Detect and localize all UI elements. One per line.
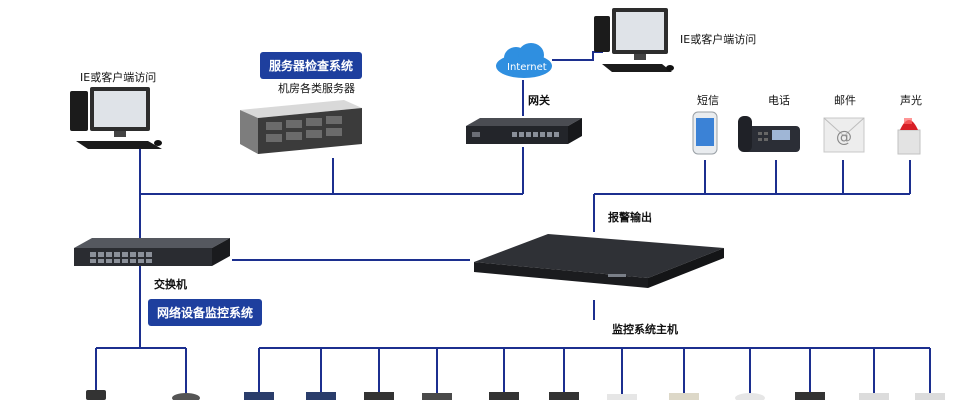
pc-right-label: IE或客户端访问 bbox=[680, 33, 757, 46]
cloud-label: Internet bbox=[507, 62, 547, 73]
network-device-monitor-badge: 网络设备监控系统 bbox=[148, 299, 263, 326]
monitoring-host-icon bbox=[474, 234, 724, 288]
phone-label: 电话 bbox=[768, 94, 790, 107]
mail-envelope-icon: @ bbox=[823, 117, 865, 153]
mobile-phone-icon bbox=[692, 111, 718, 155]
server-check-system-badge: 服务器检查系统 bbox=[260, 52, 363, 79]
strobe-siren-icon bbox=[897, 118, 921, 155]
server-caption: 机房各类服务器 bbox=[278, 82, 355, 95]
alarm-label: 声光 bbox=[900, 94, 922, 107]
svg-text:@: @ bbox=[836, 127, 852, 146]
bottom-devices bbox=[86, 390, 945, 400]
mail-label: 邮件 bbox=[834, 94, 856, 107]
switch-label: 交换机 bbox=[154, 278, 187, 291]
gateway-router-icon bbox=[466, 118, 582, 144]
network-switch-icon bbox=[74, 238, 230, 266]
cloud-icon bbox=[496, 43, 552, 78]
alarm-output-label: 报警输出 bbox=[608, 211, 652, 224]
desktop-pc-icon bbox=[70, 87, 162, 149]
gateway-label: 网关 bbox=[528, 94, 550, 107]
sms-label: 短信 bbox=[697, 94, 719, 107]
rack-server-icon bbox=[240, 100, 362, 154]
desktop-pc-icon bbox=[594, 8, 674, 72]
pc-left-label: IE或客户端访问 bbox=[80, 71, 157, 84]
host-label: 监控系统主机 bbox=[612, 323, 678, 336]
desk-telephone-icon bbox=[738, 116, 800, 152]
